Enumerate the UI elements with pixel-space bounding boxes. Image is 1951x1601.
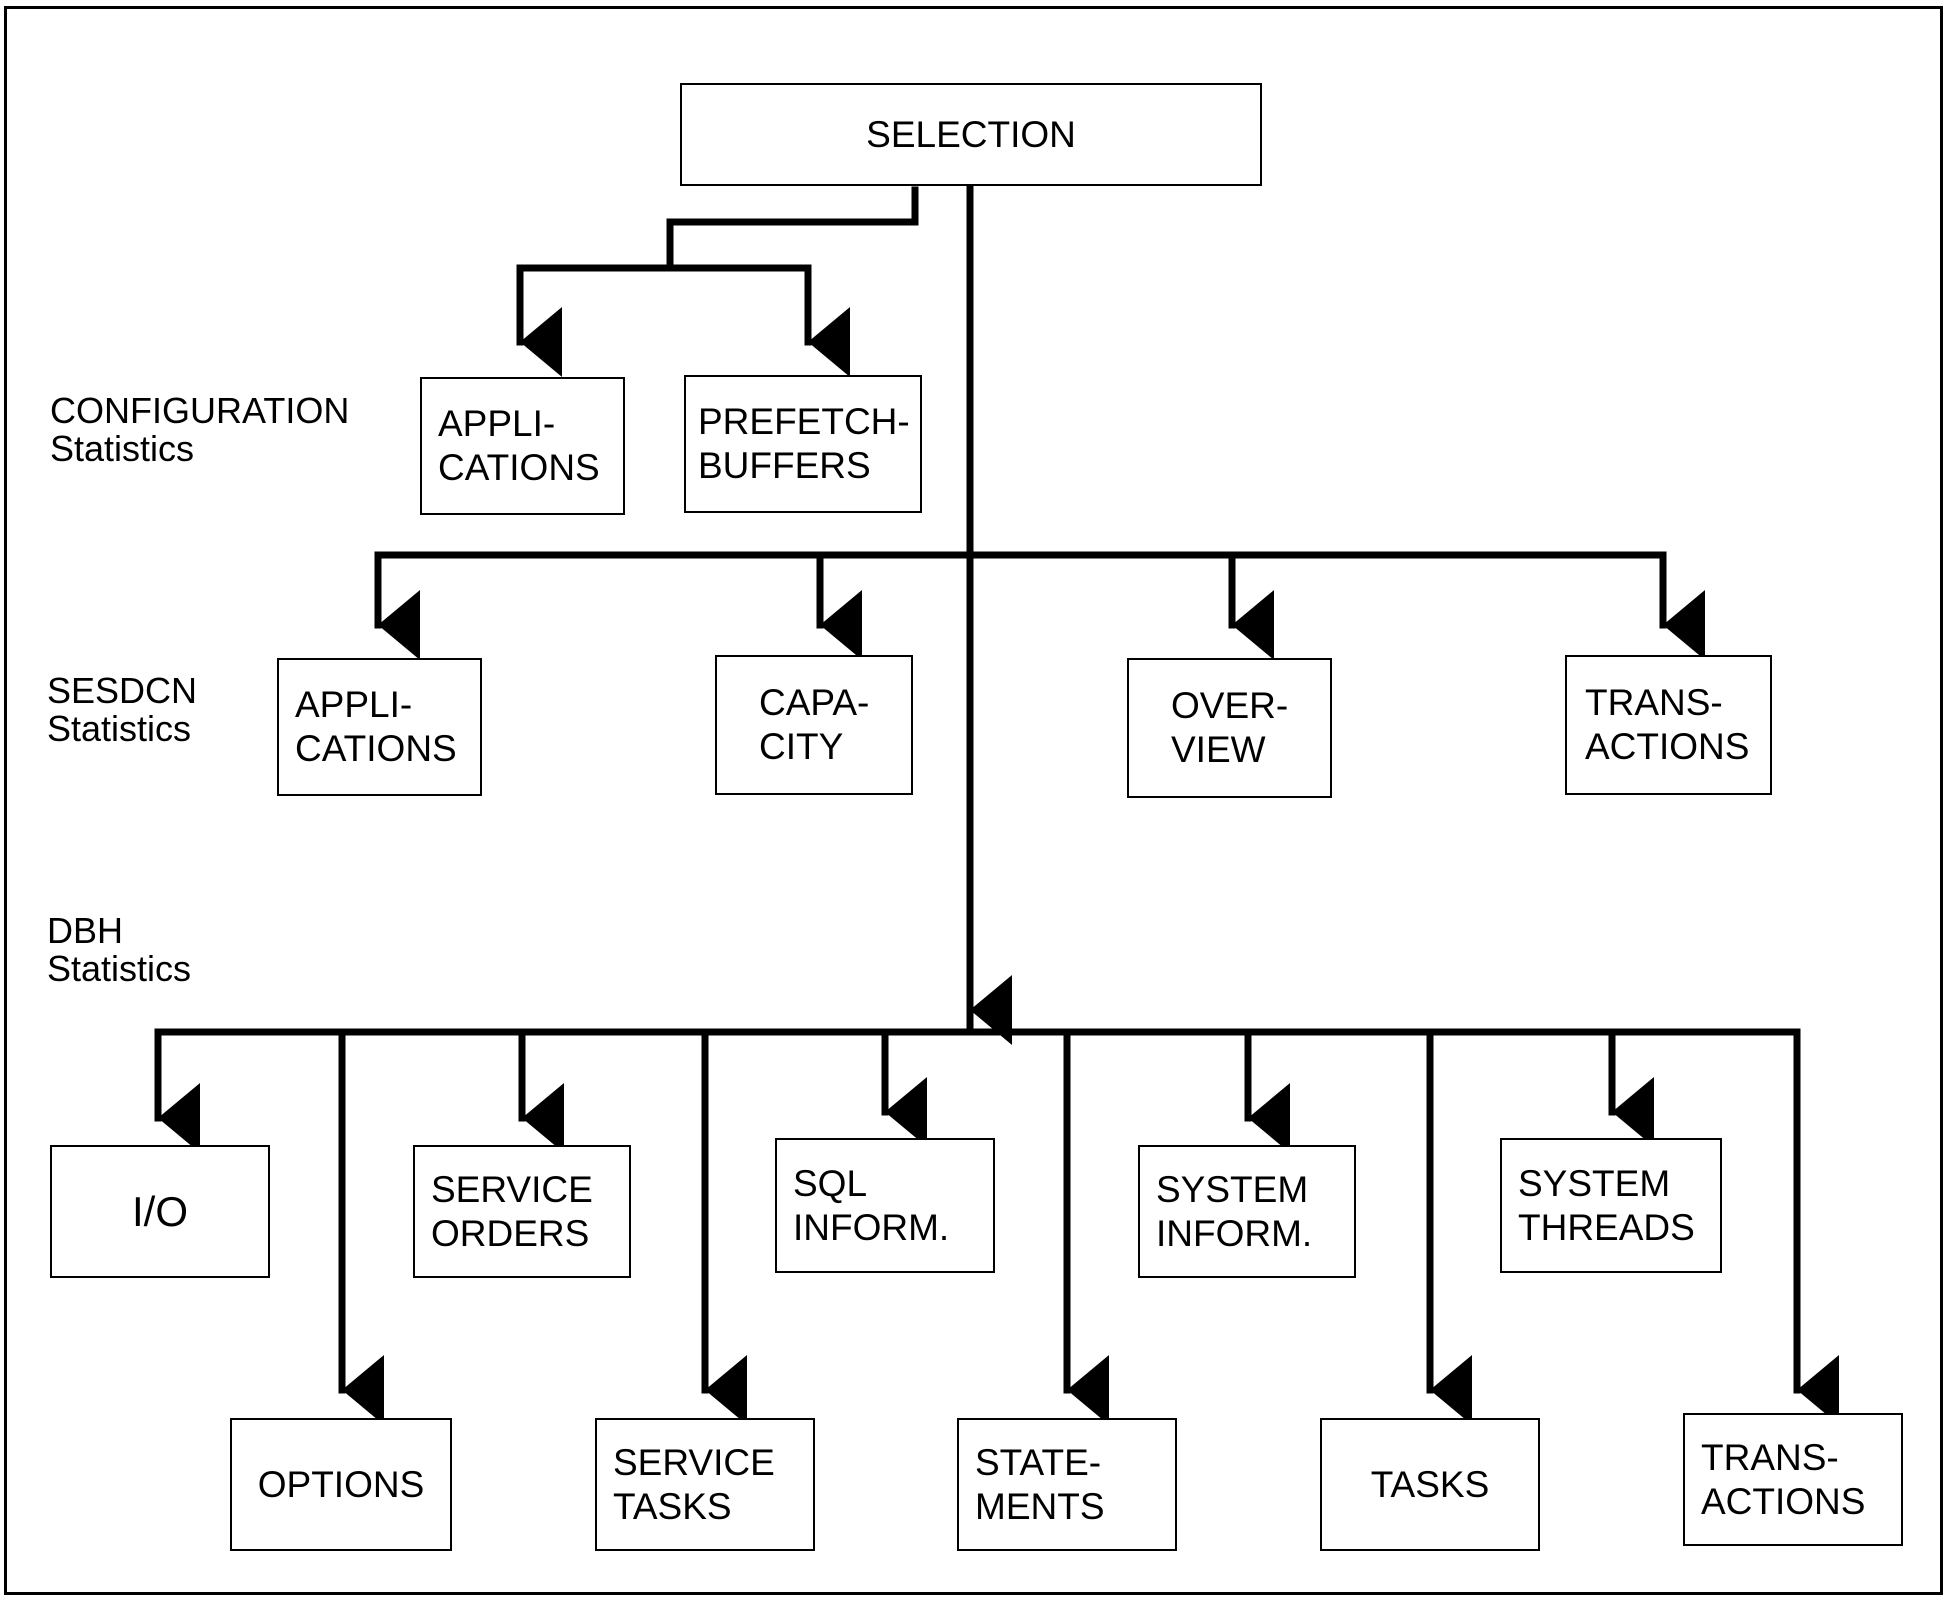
config-applications-box: APPLI- CATIONS <box>420 377 625 515</box>
dbh-sql-inform-box: SQL INFORM. <box>775 1138 995 1273</box>
dbh-transactions-box: TRANS- ACTIONS <box>1683 1413 1903 1546</box>
dbh-statements-box: STATE- MENTS <box>957 1418 1177 1551</box>
sesdcn-overview-box: OVER- VIEW <box>1127 658 1332 798</box>
dbh-io-box: I/O <box>50 1145 270 1278</box>
diagram-frame <box>4 6 1943 1595</box>
dbh-system-threads-box: SYSTEM THREADS <box>1500 1138 1722 1273</box>
dbh-tasks-box: TASKS <box>1320 1418 1540 1551</box>
config-prefetch-buffers-box: PREFETCH- BUFFERS <box>684 375 922 513</box>
dbh-service-orders-box: SERVICE ORDERS <box>413 1145 631 1278</box>
dbh-system-inform-box: SYSTEM INFORM. <box>1138 1145 1356 1278</box>
sesdcn-transactions-box: TRANS- ACTIONS <box>1565 655 1772 795</box>
sesdcn-capacity-box: CAPA- CITY <box>715 655 913 795</box>
sesdcn-statistics-label: SESDCN Statistics <box>47 670 198 749</box>
selection-box: SELECTION <box>680 83 1262 186</box>
configuration-statistics-label: CONFIGURATION Statistics <box>50 390 350 469</box>
dbh-statistics-label: DBH Statistics <box>47 910 192 989</box>
dbh-service-tasks-box: SERVICE TASKS <box>595 1418 815 1551</box>
config-branch-line <box>516 186 919 272</box>
sesdcn-applications-box: APPLI- CATIONS <box>277 658 482 796</box>
dbh-options-box: OPTIONS <box>230 1418 452 1551</box>
